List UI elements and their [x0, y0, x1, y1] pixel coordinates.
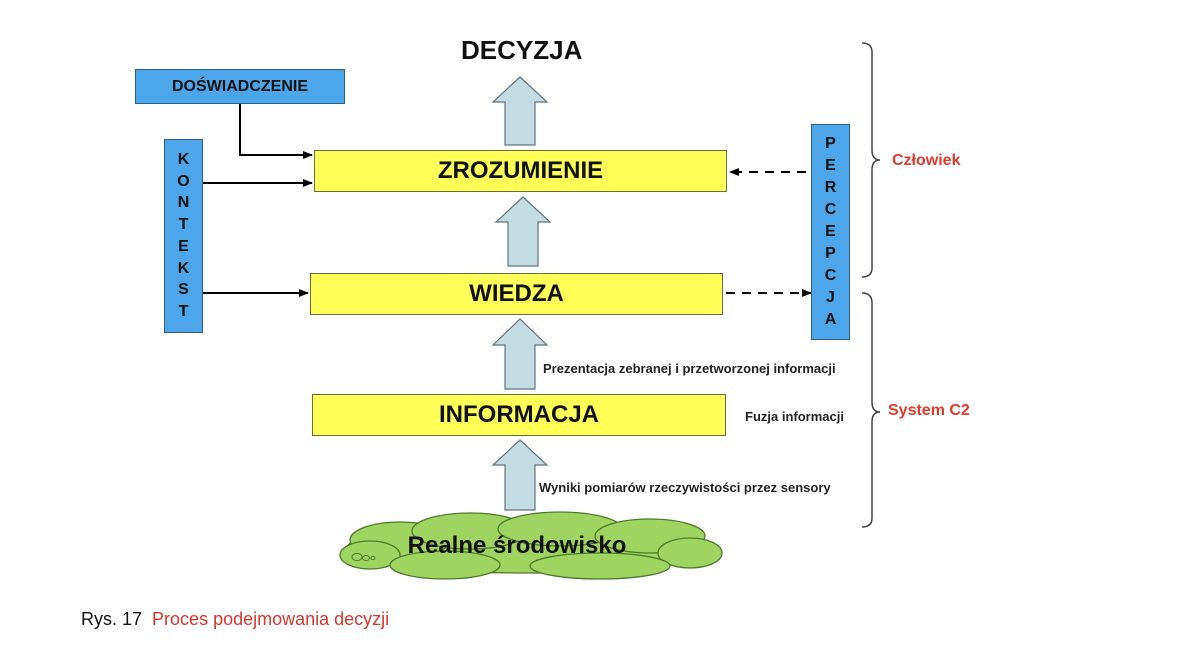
figure-caption: Rys. 17 Proces podejmowania decyzji	[81, 609, 389, 630]
arrow-to-wiedza	[491, 318, 549, 390]
arrow-to-decyzja	[491, 76, 549, 146]
system-c2-label: System C2	[888, 402, 970, 419]
kontekst-box: K O N T E K S T	[164, 139, 203, 333]
kontekst-letter: O	[177, 172, 190, 190]
realne-srodowisko-label: Realne środowisko	[407, 532, 627, 559]
kontekst-letter: S	[178, 281, 189, 299]
percepcja-letter: C	[824, 267, 837, 284]
informacja-box: INFORMACJA	[312, 394, 726, 436]
czlowiek-label: Człowiek	[892, 152, 961, 169]
arrow-to-informacja	[491, 439, 549, 511]
percepcja-letter: P	[825, 245, 836, 262]
kontekst-letter: K	[177, 150, 190, 168]
doswiadczenie-box: DOŚWIADCZENIE	[135, 69, 345, 104]
wiedza-box: WIEDZA	[310, 273, 723, 315]
zrozumienie-box: ZROZUMIENIE	[314, 150, 727, 192]
caption-title: Proces podejmowania decyzji	[152, 609, 390, 629]
bracket-czlowiek	[861, 42, 881, 278]
informacja-label: INFORMACJA	[439, 401, 599, 428]
zrozumienie-label: ZROZUMIENIE	[437, 157, 604, 184]
kontekst-letter: E	[178, 237, 189, 255]
percepcja-letter: E	[825, 223, 836, 240]
cloud-bubble-medium	[362, 555, 370, 561]
wyniki-note: Wyniki pomiarów rzeczywistości przez sen…	[539, 480, 831, 495]
bracket-system	[861, 292, 881, 528]
cloud-bubble-large	[351, 553, 363, 561]
cloud-shape	[339, 511, 723, 580]
percepcja-letter: E	[825, 157, 836, 174]
prezentacja-note: Prezentacja zebranej i przetworzonej inf…	[543, 361, 836, 376]
percepcja-letter: A	[824, 311, 837, 328]
percepcja-letter: R	[824, 179, 837, 196]
caption-number: Rys. 17	[81, 609, 143, 629]
kontekst-letter: T	[178, 216, 189, 234]
cloud-bubble-small	[370, 555, 376, 561]
kontekst-letter: T	[178, 303, 189, 321]
percepcja-letter: J	[826, 289, 835, 306]
percepcja-box: P E R C E P C J A	[811, 124, 850, 340]
percepcja-letter: C	[824, 201, 837, 218]
fuzja-note: Fuzja informacji	[745, 409, 844, 424]
kontekst-letter: N	[177, 194, 190, 212]
arrow-to-zrozumienie	[494, 196, 552, 267]
percepcja-letter: P	[825, 135, 836, 152]
doswiadczenie-label: DOŚWIADCZENIE	[172, 77, 308, 95]
arrow-doswiadczenie-to-zrozumienie	[239, 104, 313, 159]
wiedza-label: WIEDZA	[469, 280, 564, 307]
decyzja-label: DECYZJA	[461, 35, 583, 65]
kontekst-letter: K	[177, 259, 190, 277]
